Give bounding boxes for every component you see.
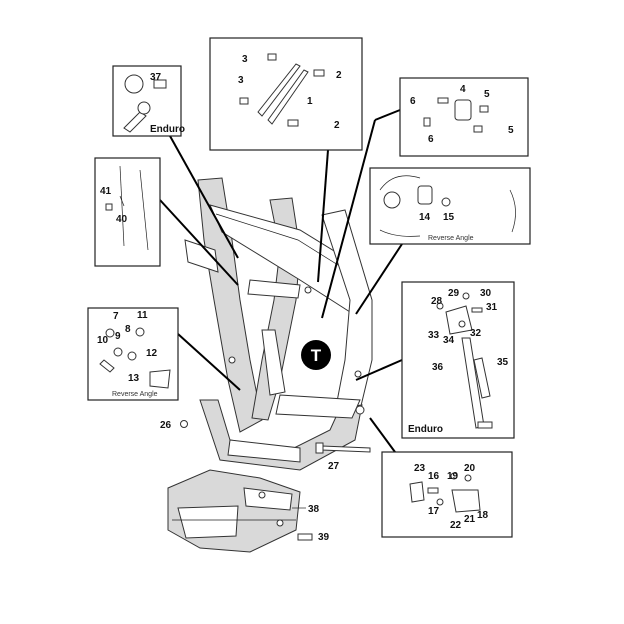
callout-17: 17 (428, 506, 440, 517)
reverse-angle-caption-1: Reverse Angle (428, 235, 474, 242)
leader-lines (159, 109, 403, 453)
enduro-tag-lock: Enduro (150, 124, 185, 135)
callout-13: 13 (128, 373, 140, 384)
callout-40: 40 (116, 214, 128, 225)
callout-2a: 2 (336, 70, 342, 81)
skid-plate-drawing (167, 469, 313, 553)
callout-37: 37 (150, 72, 162, 83)
center-badge: T (301, 340, 331, 370)
callout-36: 36 (432, 362, 444, 373)
callout-9: 9 (115, 331, 121, 342)
callout-23: 23 (414, 463, 426, 474)
callout-10: 10 (97, 335, 109, 346)
inset-sidestand (401, 281, 515, 439)
callout-30: 30 (480, 288, 492, 299)
callout-29: 29 (448, 288, 460, 299)
callout-5b: 5 (508, 125, 514, 136)
nut-26 (180, 420, 188, 428)
callout-27: 27 (328, 461, 340, 472)
callout-16: 16 (428, 471, 440, 482)
callout-1: 1 (307, 96, 313, 107)
callout-39: 39 (318, 532, 330, 543)
callout-6a: 6 (410, 96, 416, 107)
callout-22: 22 (450, 520, 462, 531)
callout-2b: 2 (334, 120, 340, 131)
callout-26: 26 (160, 420, 172, 431)
inset-lock (112, 65, 182, 137)
callout-15: 15 (443, 212, 455, 223)
inset-rods (209, 37, 363, 151)
callout-18: 18 (477, 510, 489, 521)
callout-3a: 3 (242, 54, 248, 65)
callout-31: 31 (486, 302, 498, 313)
callout-7: 7 (113, 311, 119, 322)
callout-3b: 3 (238, 75, 244, 86)
callout-11: 11 (137, 310, 148, 321)
callout-21: 21 (464, 514, 476, 525)
inset-bushing (369, 167, 531, 245)
callout-4: 4 (460, 84, 466, 95)
callout-14: 14 (419, 212, 431, 223)
reverse-angle-caption-2: Reverse Angle (112, 391, 158, 398)
callout-41: 41 (100, 186, 112, 197)
callout-34: 34 (443, 335, 455, 346)
enduro-tag-stand: Enduro (408, 424, 443, 435)
callout-5a: 5 (484, 89, 490, 100)
bolt-27 (315, 442, 371, 454)
callout-35: 35 (497, 357, 509, 368)
callout-38: 38 (308, 504, 320, 515)
inset-plunger (399, 77, 529, 157)
callout-20: 20 (464, 463, 476, 474)
callout-33: 33 (428, 330, 440, 341)
callout-19: 19 (447, 471, 459, 482)
callout-32: 32 (470, 328, 482, 339)
inset-footpeg (381, 451, 513, 538)
callout-numbers: 1 2 2 3 3 4 5 5 6 6 7 8 9 10 11 12 13 14… (97, 54, 514, 543)
callout-6b: 6 (428, 134, 434, 145)
frame-drawing (184, 177, 373, 471)
callout-8: 8 (125, 324, 131, 335)
center-badge-letter: T (311, 346, 322, 365)
inset-pin (94, 157, 161, 267)
callout-12: 12 (146, 348, 158, 359)
callout-28: 28 (431, 296, 443, 307)
inset-bracket (87, 307, 179, 401)
